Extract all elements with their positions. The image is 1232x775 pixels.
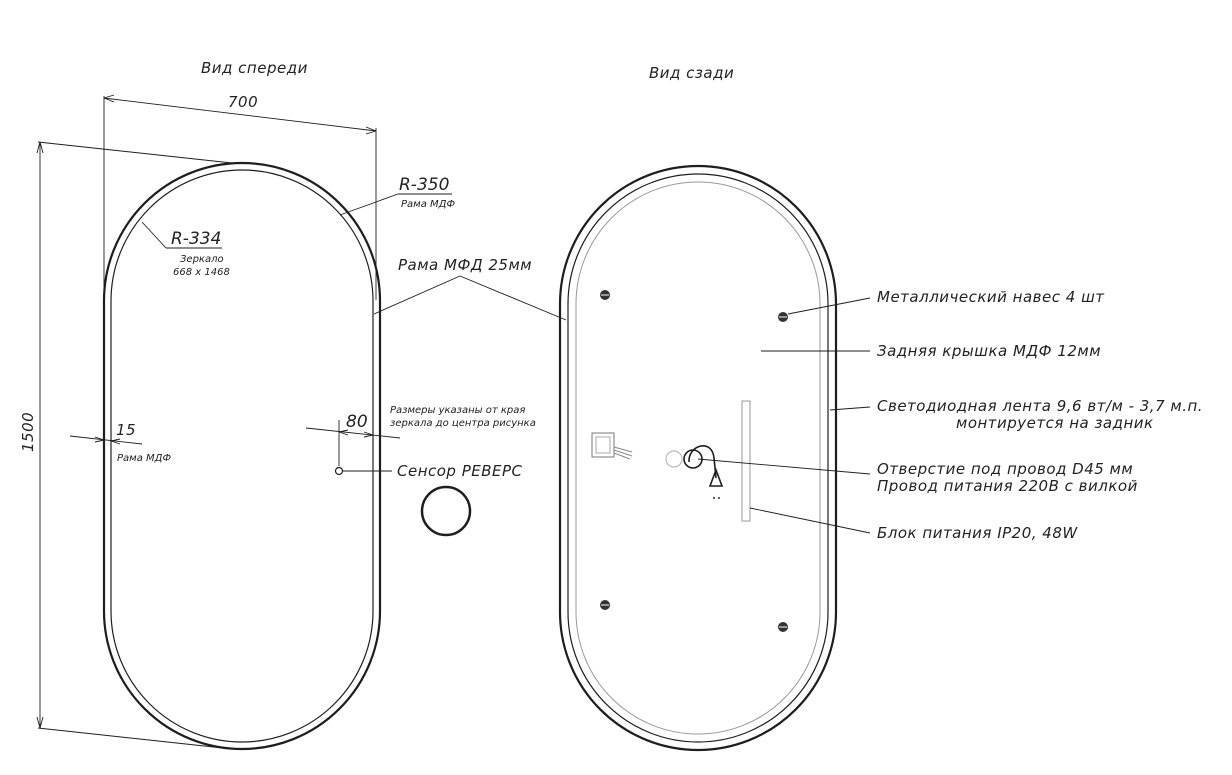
- power-supply-icon: [741, 400, 751, 522]
- led-label-line-1: Светодиодная лента 9,6 вт/м - 3,7 м.п.: [877, 397, 1203, 415]
- sensor-point: [334, 466, 344, 476]
- front-frame-outer: [102, 161, 382, 751]
- sensor-dim-label: 80: [346, 412, 368, 432]
- back-frame-outer: [558, 164, 838, 752]
- r-outer-callout: R-350 Рама МДФ: [339, 175, 455, 216]
- frame-callout: Рама МФД 25мм: [373, 256, 567, 321]
- psu-leader: [749, 507, 871, 534]
- hole-label-line-1: Отверстие под провод D45 мм: [877, 460, 1133, 478]
- sensor-button-icon: [420, 485, 472, 537]
- hanger-leader: [787, 297, 871, 315]
- psu-label: Блок питания IP20, 48W: [877, 524, 1078, 542]
- back-view: Вид сзади: [558, 64, 1203, 752]
- dims-note-line-2: зеркала до центра рисунка: [390, 418, 536, 429]
- width-dim-label: 700: [228, 93, 258, 111]
- hangers: [600, 290, 788, 632]
- width-dimension: 700: [103, 93, 377, 300]
- r-inner-callout: R-334 Зеркало 668 х 1468: [141, 221, 230, 278]
- front-frame-inner: [110, 169, 374, 743]
- frame-dim-note: Рама МДФ: [117, 453, 171, 464]
- r-inner-label: R-334: [171, 229, 221, 249]
- height-dim-label: 1500: [19, 412, 37, 452]
- r-outer-note: Рама МДФ: [401, 199, 455, 210]
- cable-hole-icon: [665, 445, 724, 499]
- height-dimension: 1500: [19, 141, 233, 750]
- sensor-label: Сенсор РЕВЕРС: [397, 462, 523, 480]
- r-outer-label: R-350: [399, 175, 449, 195]
- sensor: Сенсор РЕВЕРС: [334, 462, 523, 537]
- back-view-title: Вид сзади: [649, 64, 734, 82]
- frame-dim-label: 15: [116, 421, 136, 439]
- dims-note-line-1: Размеры указаны от края: [390, 405, 525, 416]
- frame-thickness-dimension: 15 Рама МДФ: [69, 421, 171, 464]
- led-leader: [829, 406, 871, 411]
- frame-label: Рама МФД 25мм: [398, 256, 532, 274]
- hanger-label: Металлический навес 4 шт: [877, 288, 1105, 306]
- sensor-module-icon: [591, 432, 633, 460]
- mirror-note-line-2: 668 х 1468: [173, 267, 230, 278]
- front-view-title: Вид спереди: [201, 59, 308, 77]
- hole-label-line-2: Провод питания 220В с вилкой: [877, 477, 1138, 495]
- led-label-line-2: монтируется на задник: [956, 414, 1154, 432]
- cover-label: Задняя крышка МДФ 12мм: [877, 342, 1101, 360]
- hole-leader: [697, 458, 871, 475]
- front-view: Вид спереди 700 1500 R-350 Рама МДФ: [19, 59, 567, 751]
- back-frame-inner: [567, 173, 829, 743]
- mirror-note-line-1: Зеркало: [180, 254, 224, 265]
- sensor-offset-dimension: 80 Размеры указаны от края зеркала до це…: [305, 405, 536, 466]
- back-cover-outline: [575, 181, 821, 735]
